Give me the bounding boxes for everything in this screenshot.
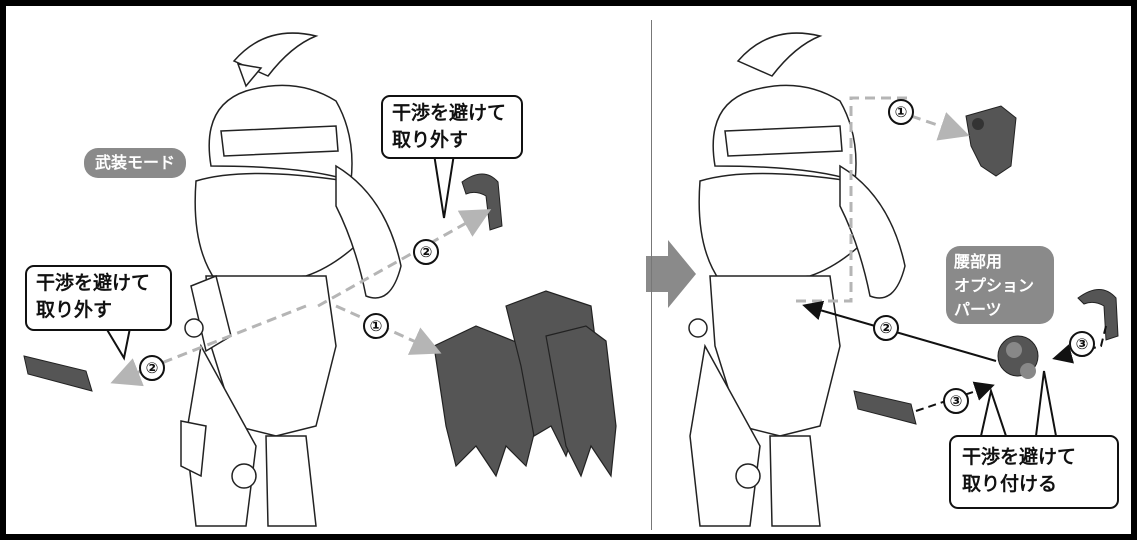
part-right-weapon <box>853 390 917 425</box>
callout-box-bottom <box>949 435 1119 509</box>
callout-box-left <box>25 265 172 331</box>
part-left-skirt-armor <box>433 290 617 478</box>
step-marker-left-1 <box>363 313 389 339</box>
transition-arrow <box>646 240 696 308</box>
step-label-right-1: ① <box>894 103 908 121</box>
instruction-panel: 武装モード 干渉を避けて 取り外す 干渉を避けて 取り外す ② ① ② 腰部用 … <box>6 6 1131 534</box>
panel-divider <box>651 20 652 530</box>
figure-left <box>180 32 402 527</box>
part-right-option <box>997 335 1039 379</box>
step-marker-left-2b <box>139 355 165 381</box>
callout-left-text: 干渉を避けて 取り外す <box>36 272 151 321</box>
step-label-left-2a: ② <box>419 243 433 261</box>
part-right-hook <box>1077 289 1119 341</box>
part-right-removed <box>965 105 1017 177</box>
step-label-right-2: ② <box>879 319 893 337</box>
step-marker-right-2 <box>873 315 899 341</box>
part-left-top <box>461 173 503 231</box>
step-marker-right-3b <box>943 388 969 414</box>
step-label-right-3b: ③ <box>949 392 963 410</box>
option-parts-badge: 腰部用 オプション パーツ <box>946 246 1054 324</box>
step-marker-right-1 <box>888 99 914 125</box>
step-label-right-3a: ③ <box>1075 335 1089 353</box>
callout-top-text: 干渉を避けて 取り外す <box>392 102 507 151</box>
step-marker-left-2a <box>413 239 439 265</box>
figure-right <box>688 32 906 527</box>
step-label-left-2b: ② <box>145 359 159 377</box>
step-label-left-1: ① <box>369 317 383 335</box>
callout-tail-bottom-2 <box>1034 370 1058 437</box>
callout-box-top <box>381 95 523 159</box>
step-marker-right-3a <box>1069 331 1095 357</box>
arrows-right-gray <box>796 96 970 303</box>
callout-tail-left <box>104 327 132 361</box>
mode-badge: 武装モード <box>84 148 186 178</box>
callout-tail-top <box>432 153 456 219</box>
illustration-layer <box>23 32 1119 527</box>
callout-bottom-text: 干渉を避けて 取り付ける <box>962 446 1077 495</box>
callout-tail-bottom <box>979 387 1008 437</box>
part-left-weapon <box>23 355 93 392</box>
